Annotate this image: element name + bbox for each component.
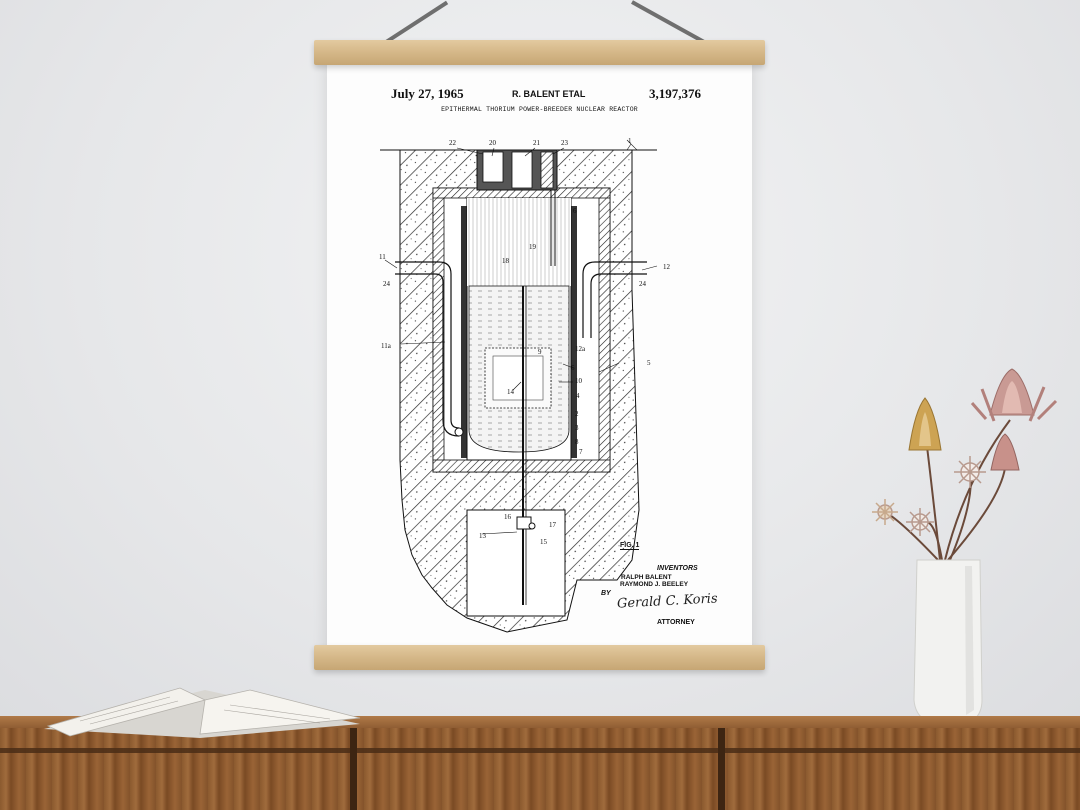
patent-poster: July 27, 1965 R. BALENT ETAL 3,197,376 E… [327, 60, 752, 652]
ref-24-right: 24 [639, 280, 646, 288]
liner-right [598, 187, 611, 473]
ref-21: 21 [533, 139, 540, 147]
ref-19: 19 [529, 243, 536, 251]
drawer-gap-right [718, 728, 725, 810]
ref-17: 17 [549, 521, 556, 529]
figure-label: FIG. 1 [620, 542, 640, 550]
ref-15: 15 [540, 538, 547, 546]
ref-23: 23 [561, 139, 568, 147]
bottom-hanger-rod [314, 645, 765, 670]
inventor-1: RALPH BALENT [621, 574, 672, 581]
ref-6: 6 [571, 364, 575, 372]
patent-date: July 27, 1965 [391, 86, 464, 101]
liner-left [432, 187, 445, 473]
ref-14: 14 [507, 388, 514, 396]
liner-bottom [432, 459, 611, 473]
cabinet-top [0, 716, 1080, 728]
ref-12: 12 [663, 263, 670, 271]
wooden-cabinet [0, 716, 1080, 810]
ref-11: 11 [379, 253, 386, 261]
ref-4: 4 [576, 392, 580, 400]
ref-18: 18 [502, 257, 509, 265]
ref-5: 5 [647, 359, 651, 367]
ref-13: 13 [479, 532, 486, 540]
attorney-label: ATTORNEY [657, 619, 695, 626]
drawer-seam [0, 748, 1080, 753]
ref-9: 9 [538, 348, 542, 356]
ref-10: 10 [575, 377, 582, 385]
inventor-2: RAYMOND J. BEELEY [620, 581, 689, 588]
by-label: BY [601, 590, 611, 597]
inventors-label: INVENTORS [657, 565, 698, 572]
ref-1: 1 [628, 137, 632, 145]
ref-6-top: 6 [573, 207, 577, 215]
ref-2: 2 [575, 410, 579, 418]
patent-inventor-header: R. BALENT ETAL [512, 89, 586, 99]
ref-11a: 11a [381, 342, 391, 350]
ref-7: 7 [579, 448, 583, 456]
ref-24-left: 24 [383, 280, 390, 288]
drawer-gap-left [350, 728, 357, 810]
ref-16: 16 [504, 513, 511, 521]
ref-8: 8 [575, 438, 579, 446]
ref-12a: 12a [575, 345, 586, 353]
ref-20: 20 [489, 139, 496, 147]
instrument-pit [466, 509, 566, 617]
inlet-pipe [395, 261, 460, 429]
reactor-drawing [380, 139, 658, 633]
top-hanger-rod [314, 40, 765, 65]
patent-number: 3,197,376 [649, 86, 701, 101]
ref-22: 22 [449, 139, 456, 147]
patent-title: EPITHERMAL THORIUM POWER-BREEDER NUCLEAR… [441, 106, 638, 113]
outlet-pipe [582, 261, 647, 338]
ref-3: 3 [575, 424, 579, 432]
